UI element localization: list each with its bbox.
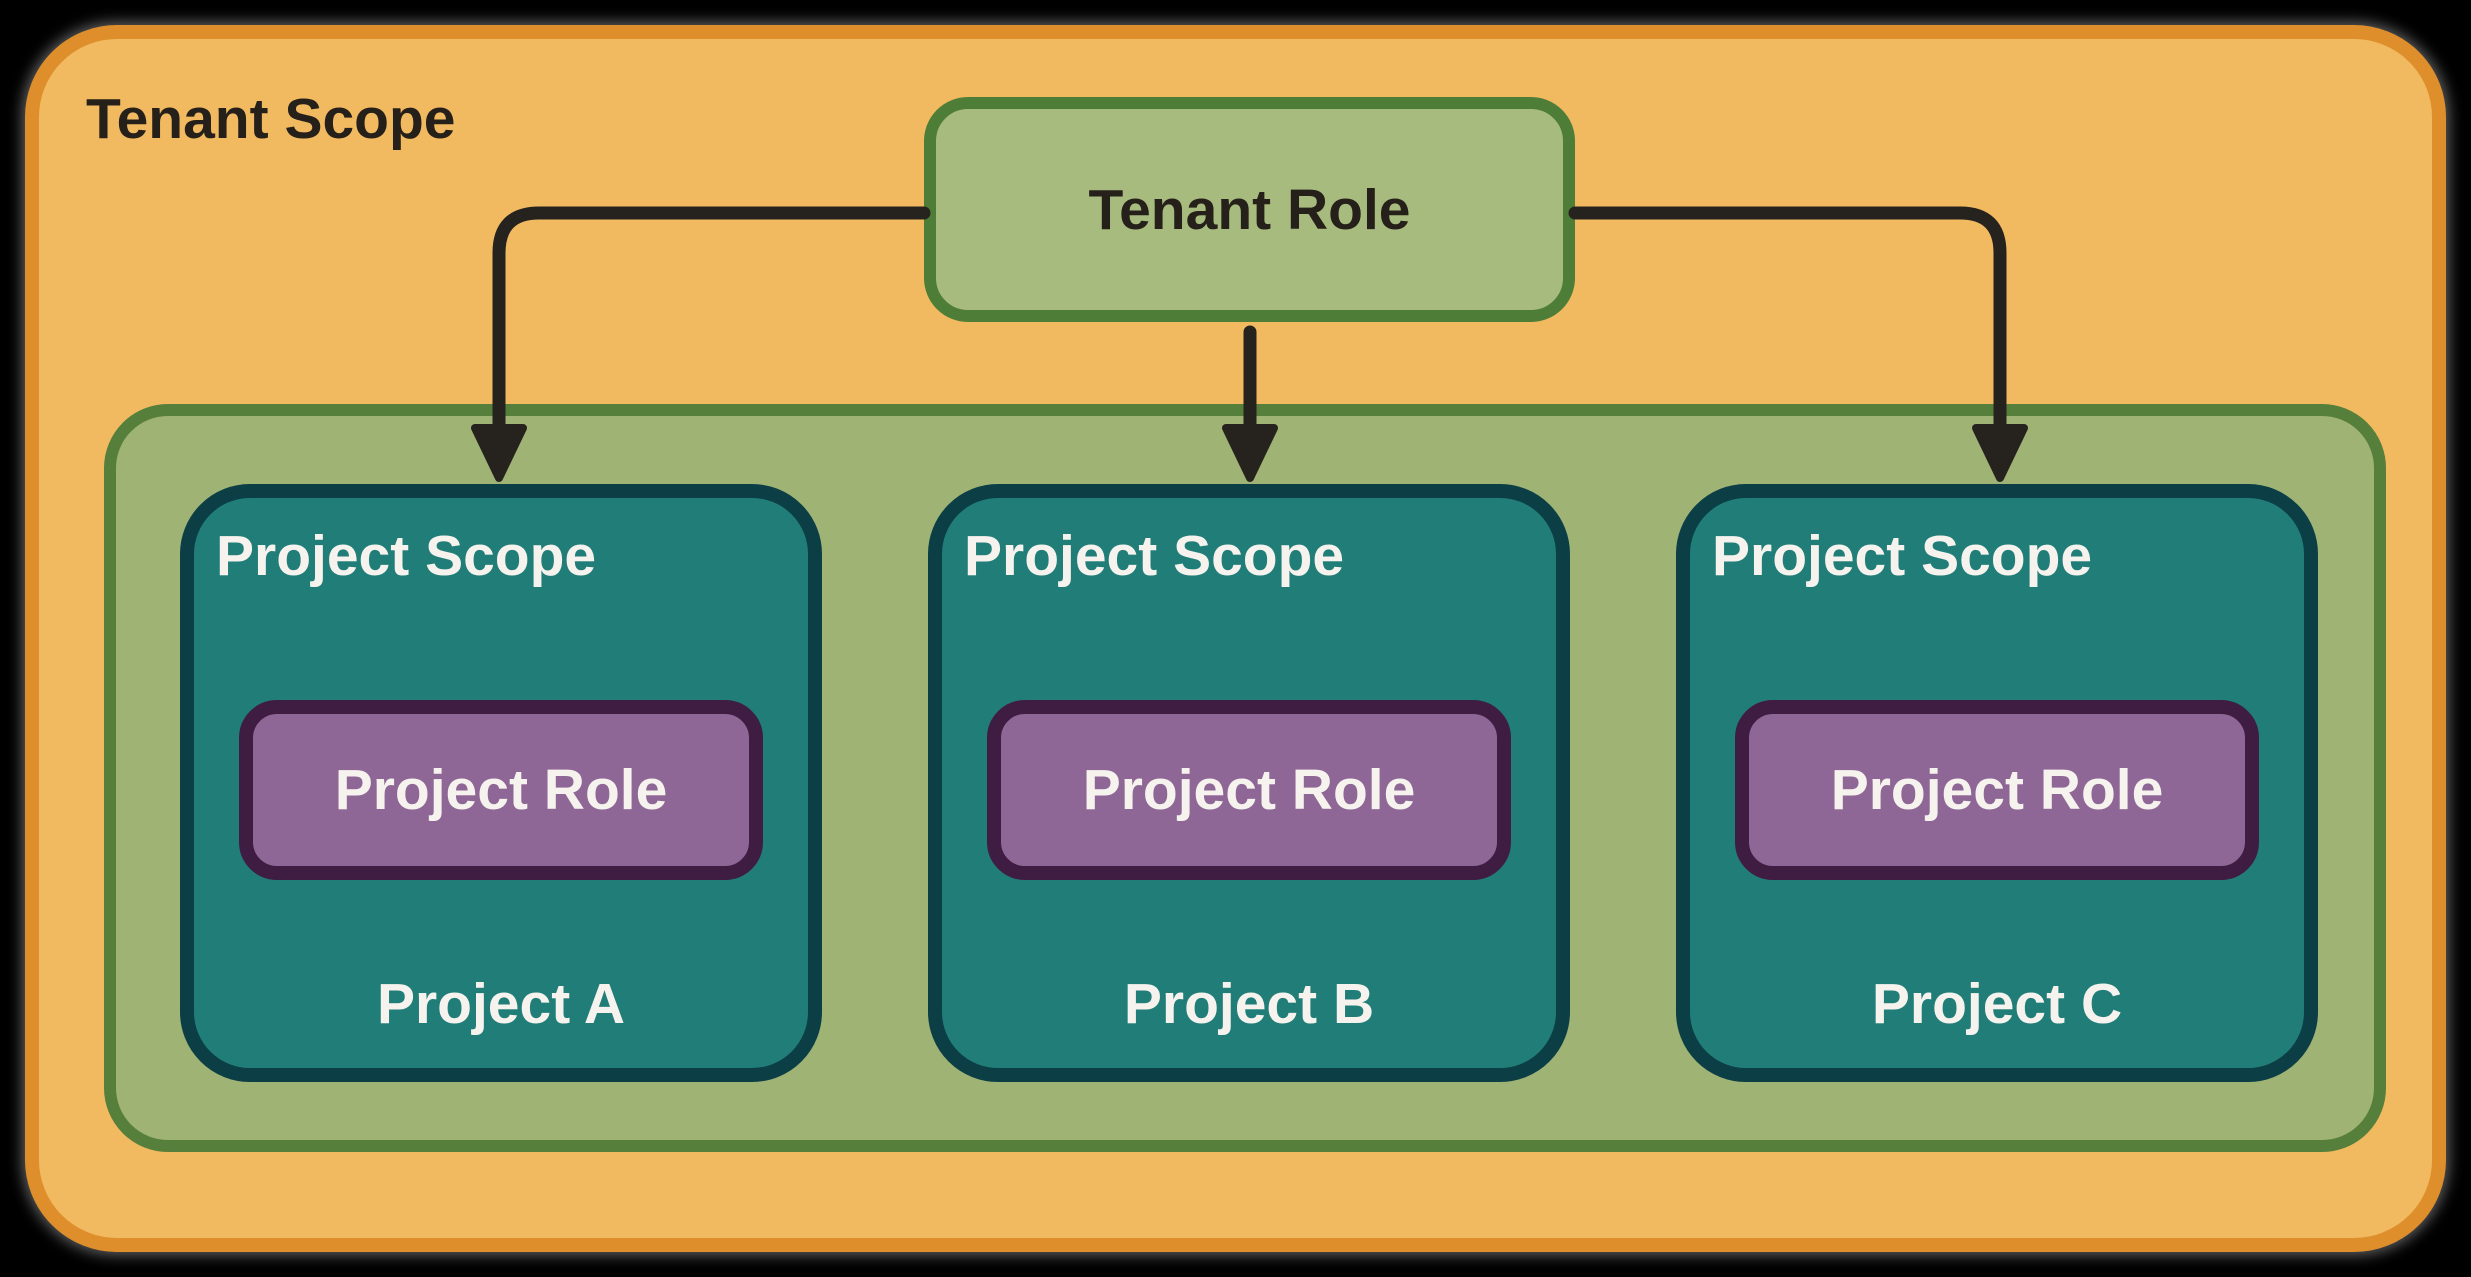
- project-role-label: Project Role: [1830, 758, 2164, 822]
- project-scope-label: Project Scope: [1712, 524, 2093, 588]
- project-container-box: Project Scope Project Role Project A Pro…: [104, 404, 2386, 1152]
- project-scope-label: Project Scope: [216, 524, 597, 588]
- project-role-box: Project Role: [987, 700, 1511, 880]
- project-scope-box-c: Project Scope Project Role Project C: [1676, 484, 2318, 1082]
- project-role-label: Project Role: [1082, 758, 1416, 822]
- project-scope-label: Project Scope: [964, 524, 1345, 588]
- project-name-label: Project C: [1871, 971, 2123, 1036]
- project-role-box: Project Role: [1735, 700, 2259, 880]
- tenant-scope-box: Tenant Scope Tenant Role Project Scope P…: [25, 25, 2446, 1252]
- project-role-label: Project Role: [334, 758, 668, 822]
- tenant-scope-label: Tenant Scope: [86, 87, 456, 151]
- project-role-box: Project Role: [239, 700, 763, 880]
- project-name-label: Project B: [1123, 971, 1375, 1036]
- project-scope-box-b: Project Scope Project Role Project B: [928, 484, 1570, 1082]
- tenant-role-label: Tenant Role: [1088, 177, 1411, 242]
- project-name-label: Project A: [376, 971, 626, 1036]
- project-scope-box-a: Project Scope Project Role Project A: [180, 484, 822, 1082]
- tenant-role-box: Tenant Role: [924, 97, 1575, 322]
